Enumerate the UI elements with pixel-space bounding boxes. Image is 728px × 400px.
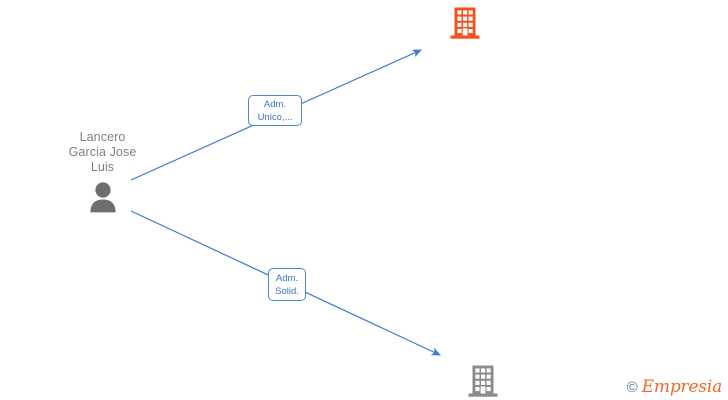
building-icon — [468, 365, 498, 397]
copyright-icon: © — [626, 379, 638, 396]
company-node-bottom[interactable] — [468, 364, 498, 400]
company-node-top[interactable] — [450, 6, 480, 45]
building-icon — [450, 7, 480, 39]
edge-label-bottom[interactable]: Adm. Solid. — [268, 268, 306, 301]
edge-label-line1: Adm. — [275, 272, 299, 284]
edge-label-line1: Adm. — [263, 98, 287, 110]
person-node[interactable]: Lancero Garcia Jose Luis — [40, 130, 165, 213]
watermark: © Empresia — [626, 377, 723, 397]
edge-label-top[interactable]: Adm. Unico,... — [248, 95, 302, 126]
edge-label-line2: Solid. — [275, 285, 299, 297]
edge-label-line2: Unico,... — [257, 111, 293, 123]
person-name-label: Lancero Garcia Jose Luis — [68, 130, 137, 174]
person-avatar — [40, 181, 165, 213]
person-icon — [89, 182, 116, 213]
brand-name: Empresia — [641, 377, 722, 397]
